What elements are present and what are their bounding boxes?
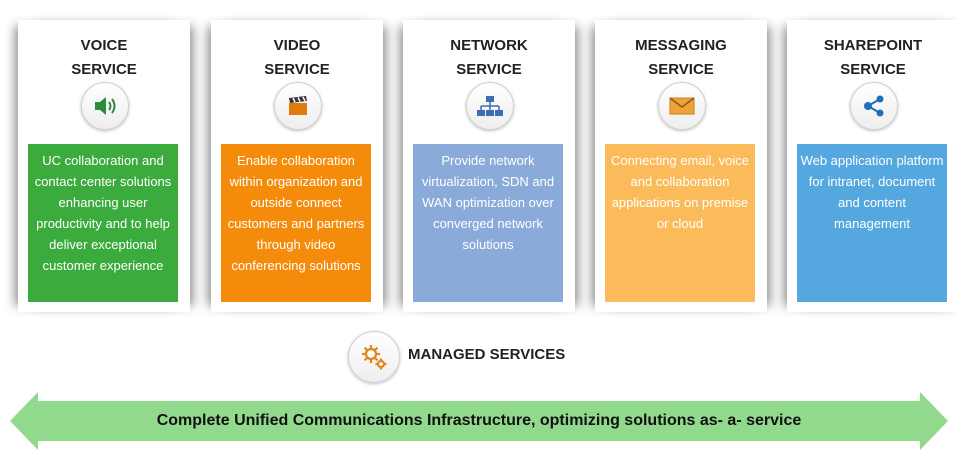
- service-description: UC collaboration and contact center solu…: [28, 144, 178, 302]
- service-description: Enable collaboration within organization…: [221, 144, 371, 302]
- service-title: VOICE SERVICE: [71, 37, 137, 78]
- service-title: SHAREPOINT SERVICE: [823, 37, 923, 78]
- gears-icon: [348, 331, 400, 383]
- service-card-voice: VOICE SERVICE UC collaboration and conta…: [18, 20, 190, 312]
- service-card-messaging: MESSAGING SERVICE Connecting email, voic…: [595, 20, 767, 312]
- banner-text: Complete Unified Communications Infrastr…: [156, 412, 802, 429]
- service-card-sharepoint: SHAREPOINT SERVICE Web application platf…: [787, 20, 956, 312]
- service-title: MESSAGING SERVICE: [635, 37, 727, 78]
- double-arrow-shape: [10, 392, 948, 450]
- share-icon: [850, 82, 898, 130]
- service-description: Connecting email, voice and collaboratio…: [605, 144, 755, 302]
- envelope-icon: [658, 82, 706, 130]
- service-card-network: NETWORK SERVICE Provide network virtuali…: [403, 20, 575, 312]
- managed-services-label: MANAGED SERVICES: [408, 346, 566, 363]
- network-hierarchy-icon: [466, 82, 514, 130]
- clapperboard-icon: [274, 82, 322, 130]
- service-description: Provide network virtualization, SDN and …: [413, 144, 563, 302]
- service-card-video: VIDEO SERVICE Enable collaboration withi…: [211, 20, 383, 312]
- infrastructure-banner: Complete Unified Communications Infrastr…: [10, 392, 948, 450]
- service-description: Web application platform for intranet, d…: [797, 144, 947, 302]
- service-title: NETWORK SERVICE: [450, 37, 528, 78]
- service-title: VIDEO SERVICE: [264, 37, 330, 78]
- speaker-icon: [81, 82, 129, 130]
